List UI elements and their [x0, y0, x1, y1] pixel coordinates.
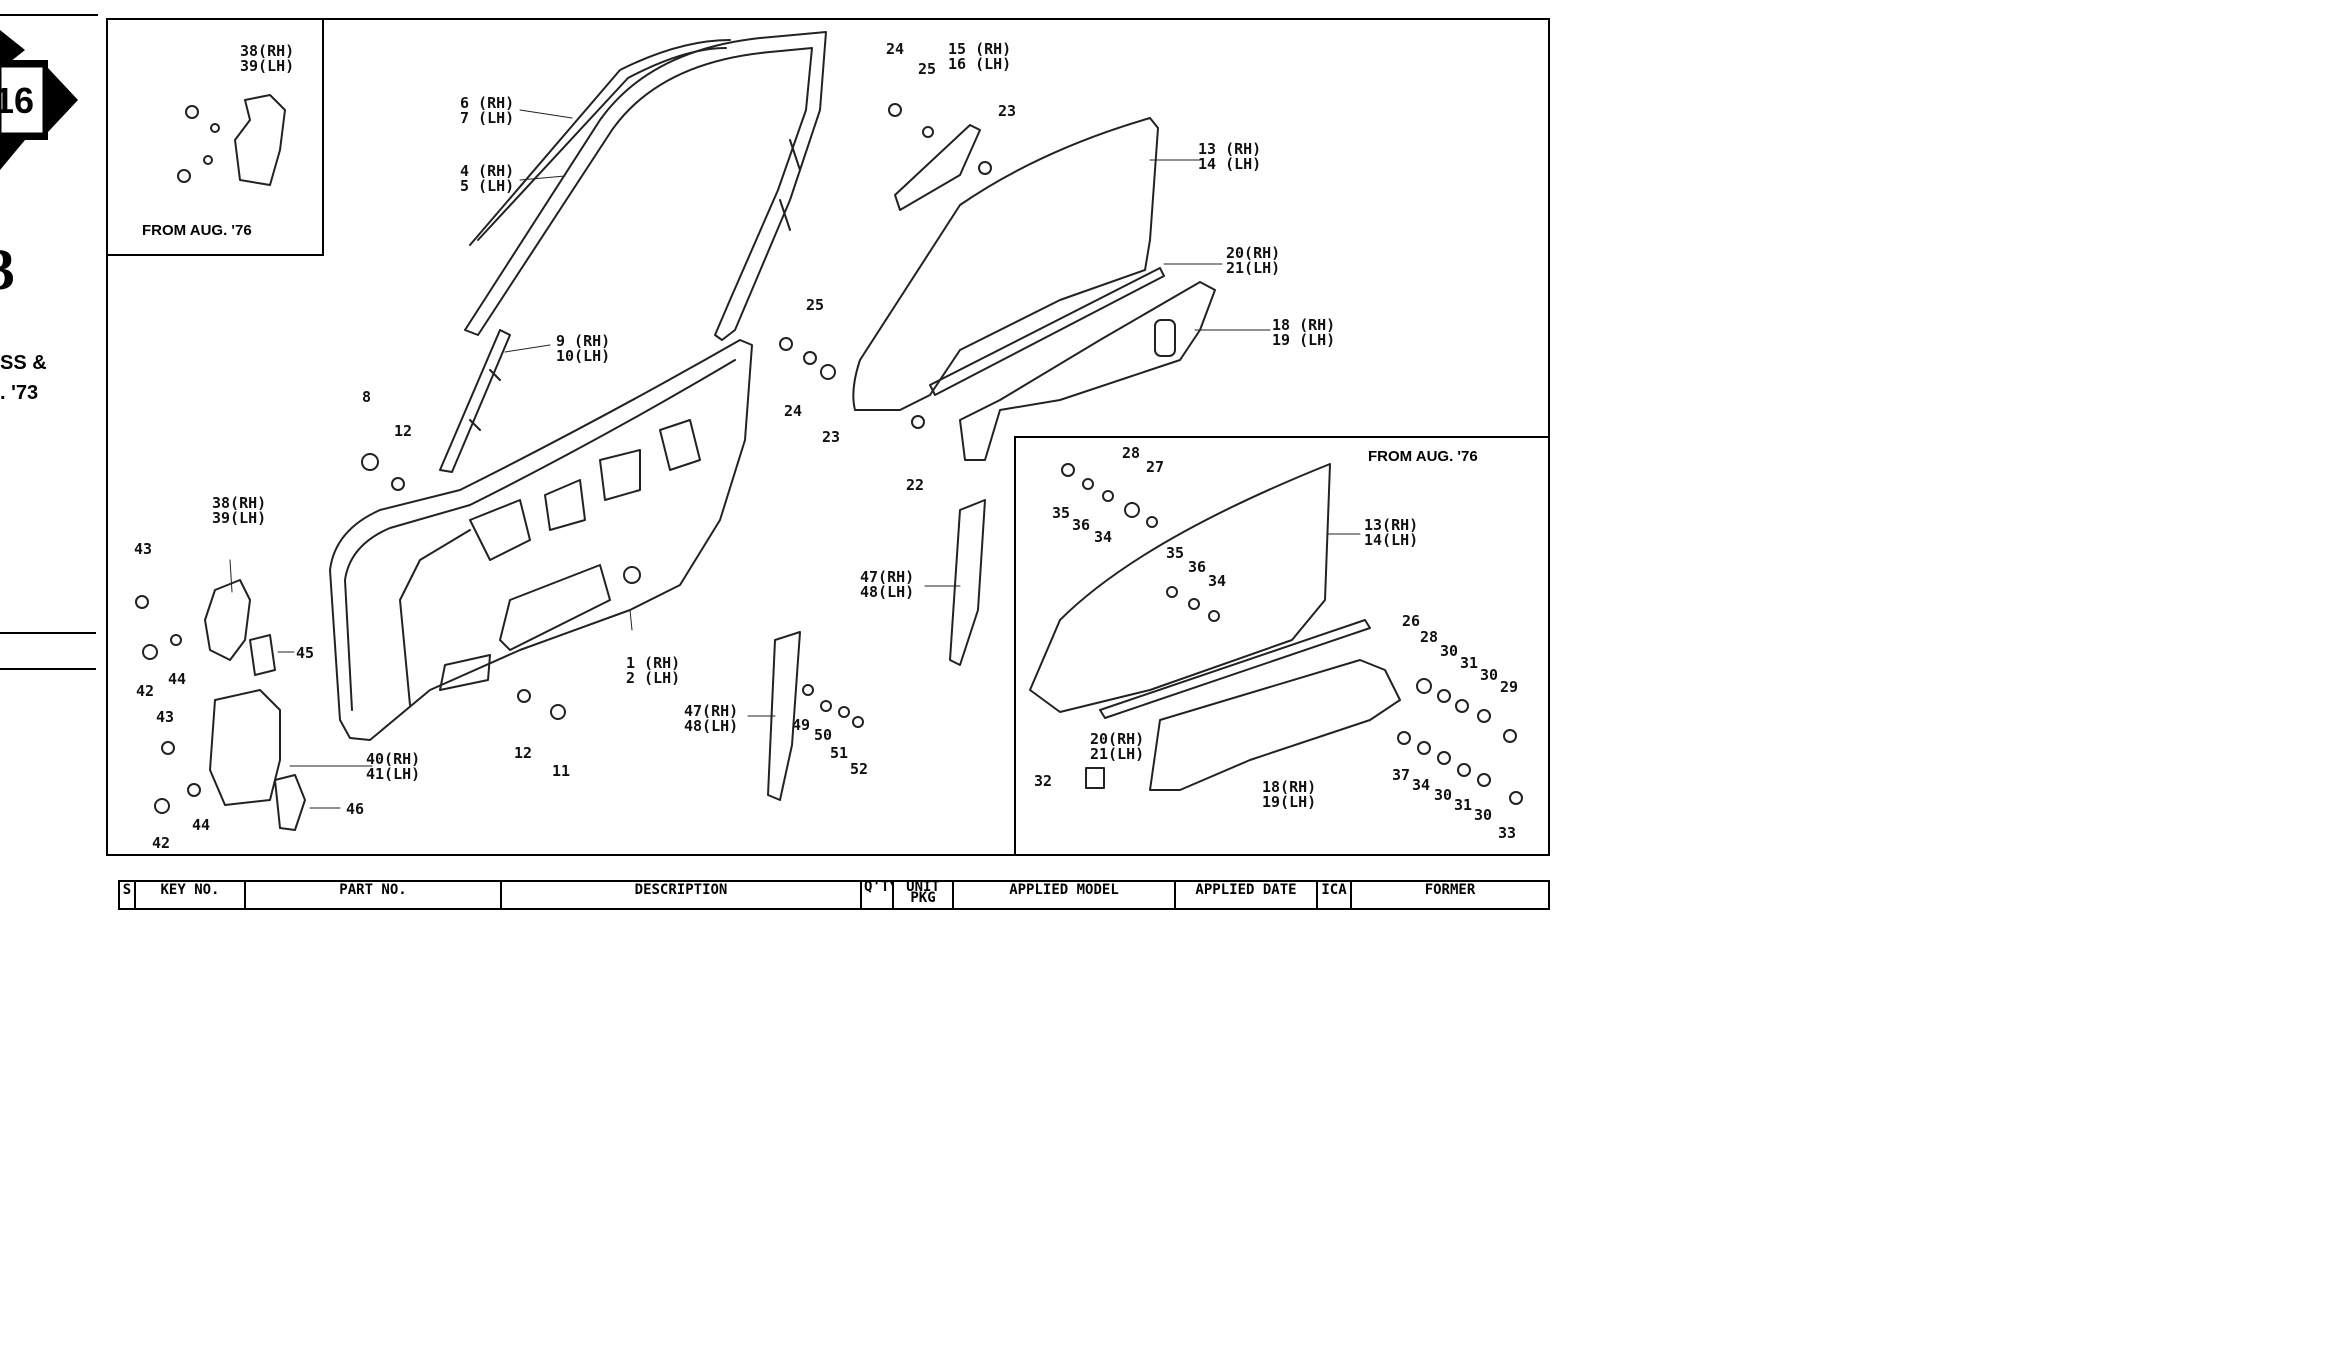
- callout-43-lower: 43: [156, 708, 175, 726]
- callout-44-lower: 44: [192, 816, 211, 834]
- inset-callout-28: 28: [1122, 444, 1141, 462]
- lock-parts: [135, 453, 566, 831]
- inset-callout-30b: 30: [1480, 666, 1499, 684]
- inset-bottom-right: [1014, 436, 1550, 856]
- sidebar-rule-top: [0, 14, 98, 16]
- callout-25-top: 25: [918, 60, 937, 78]
- callout-47-48-right: 47(RH) 48(LH): [860, 568, 915, 601]
- callout-46: 46: [346, 800, 365, 818]
- inset-bracket: [177, 94, 286, 186]
- callout-23-mid: 23: [822, 428, 841, 446]
- guide-channel: [439, 329, 511, 473]
- inset-callout-30d: 30: [1474, 806, 1493, 824]
- callout-13-14: 13 (RH) 14 (LH): [1198, 140, 1262, 173]
- sidebar-caption-line2: . '73: [0, 382, 39, 404]
- callout-52: 52: [850, 760, 869, 778]
- inset-callout-34a: 34: [1094, 528, 1113, 546]
- col-former: FORMER: [1350, 880, 1550, 910]
- inset-callout-27: 27: [1146, 458, 1165, 476]
- callout-11: 11: [552, 762, 571, 780]
- inset-callout-32: 32: [1034, 772, 1053, 790]
- section-number: 16: [0, 80, 35, 121]
- guide-rails: [767, 499, 986, 801]
- section-arrow-icon: [0, 30, 78, 170]
- callout-44-upper: 44: [168, 670, 187, 688]
- callout-40-41: 40(RH) 41(LH): [366, 750, 421, 783]
- leader-lines: [229, 109, 1361, 809]
- inset-callout-36a: 36: [1072, 516, 1091, 534]
- callout-9-10: 9 (RH) 10(LH): [556, 332, 611, 365]
- inset-callout-18-19: 18(RH) 19(LH): [1262, 778, 1317, 811]
- inset-callout-37: 37: [1392, 766, 1411, 784]
- exploded-view-drawing: [135, 31, 1523, 831]
- regulator: [779, 267, 1216, 461]
- col-part-no: PART NO.: [244, 880, 502, 910]
- col-applied-date: APPLIED DATE: [1174, 880, 1318, 910]
- inset-callout-20-21: 20(RH) 21(LH): [1090, 730, 1145, 763]
- inset-callout-31a: 31: [1460, 654, 1479, 672]
- callout-18-19: 18 (RH) 19 (LH): [1272, 316, 1336, 349]
- inset-callout-29: 29: [1500, 678, 1519, 696]
- col-ica: ICA: [1316, 880, 1352, 910]
- callout-49: 49: [792, 716, 811, 734]
- callout-23-top: 23: [998, 102, 1017, 120]
- callout-24-top: 24: [886, 40, 905, 58]
- callout-4-5: 4 (RH) 5 (LH): [460, 162, 515, 195]
- inset-callout-34c: 34: [1412, 776, 1431, 794]
- callout-24-mid: 24: [784, 402, 803, 420]
- col-description: DESCRIPTION: [500, 880, 862, 910]
- callout-12-lower: 12: [514, 744, 533, 762]
- callout-6-7: 6 (RH) 7 (LH): [460, 94, 515, 127]
- callout-15-16: 15 (RH) 16 (LH): [948, 40, 1012, 73]
- sidebar-rule-1: [0, 632, 96, 634]
- sidebar-caption-line1: SS &: [0, 352, 47, 374]
- inset-callout-35b: 35: [1166, 544, 1185, 562]
- callout-45: 45: [296, 644, 315, 662]
- callout-22: 22: [906, 476, 925, 494]
- inset-callout-35a: 35: [1052, 504, 1071, 522]
- callout-42-lower: 42: [152, 834, 171, 852]
- col-key-no: KEY NO.: [134, 880, 246, 910]
- col-unit-pkg: UNIT PKG: [892, 880, 954, 910]
- inset-top-left: [108, 20, 324, 256]
- window-sash-parts: [464, 31, 827, 341]
- glass-and-channel: [852, 103, 1159, 411]
- inset-callout-13-14: 13(RH) 14(LH): [1364, 516, 1419, 549]
- callout-25-mid: 25: [806, 296, 825, 314]
- sidebar-rule-2: [0, 668, 96, 670]
- callout-8: 8: [362, 388, 372, 406]
- callout-43-upper: 43: [134, 540, 153, 558]
- inset-callout-33: 33: [1498, 824, 1517, 842]
- inset-regulator: [1029, 463, 1523, 805]
- inset-callout-28b: 28: [1420, 628, 1439, 646]
- callout-1-2: 1 (RH) 2 (LH): [626, 654, 681, 687]
- callout-20-21: 20(RH) 21(LH): [1226, 244, 1281, 277]
- inset-callout-30a: 30: [1440, 642, 1459, 660]
- inset-top-left-caption: FROM AUG. '76: [142, 222, 252, 239]
- callout-12-upper: 12: [394, 422, 413, 440]
- inset-callout-31b: 31: [1454, 796, 1473, 814]
- callout-47-48-left: 47(RH) 48(LH): [684, 702, 739, 735]
- door-shell: [329, 339, 753, 741]
- callout-50: 50: [814, 726, 833, 744]
- callout-51: 51: [830, 744, 849, 762]
- inset-callout-34b: 34: [1208, 572, 1227, 590]
- inset-bottom-right-caption: FROM AUG. '76: [1368, 448, 1478, 465]
- col-s: S: [118, 880, 136, 910]
- col-qty: Q'TY: [860, 880, 894, 910]
- callout-42-upper: 42: [136, 682, 155, 700]
- callout-38-39-top: 38(RH) 39(LH): [240, 42, 295, 75]
- inset-callout-26: 26: [1402, 612, 1421, 630]
- col-applied-model: APPLIED MODEL: [952, 880, 1176, 910]
- callout-38-39: 38(RH) 39(LH): [212, 494, 267, 527]
- sidebar-big-digit: 3: [0, 237, 15, 302]
- inset-callout-30c: 30: [1434, 786, 1453, 804]
- inset-callout-36b: 36: [1188, 558, 1207, 576]
- parts-table-header: S KEY NO. PART NO. DESCRIPTION Q'TY UNIT…: [118, 880, 1550, 910]
